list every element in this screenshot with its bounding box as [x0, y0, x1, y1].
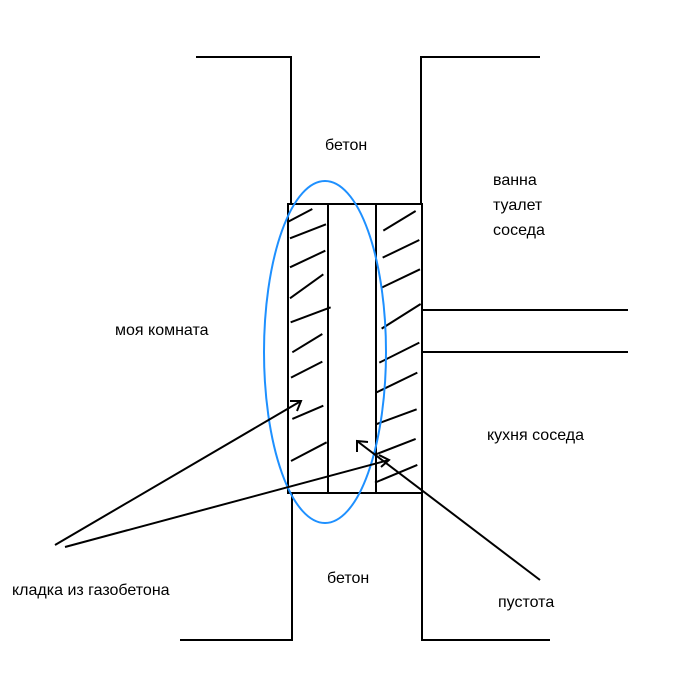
label-neighbor-bath-1: ванна	[493, 172, 537, 189]
arrowhead-icon	[356, 439, 369, 452]
void-arrow	[356, 440, 541, 581]
arrowhead-icon	[290, 400, 303, 412]
label-aerated-masonry: кладка из газобетона	[12, 582, 170, 599]
label-neighbor-bath-2: туалет	[493, 197, 543, 214]
highlight-ellipse	[263, 180, 387, 524]
masonry-arrow-right	[64, 459, 390, 548]
label-neighbor-kitchen: кухня соседа	[487, 427, 584, 444]
masonry-hatching	[287, 208, 422, 484]
bottom-right-concrete-wall	[421, 493, 550, 641]
label-my-room: моя комната	[115, 322, 209, 339]
top-left-concrete-wall	[196, 56, 292, 204]
label-void: пустота	[498, 594, 555, 611]
bottom-left-concrete-wall	[180, 493, 293, 641]
arrowhead-icon	[378, 454, 391, 468]
masonry-arrow-left	[54, 400, 302, 546]
label-concrete-top: бетон	[325, 137, 368, 154]
label-neighbor-bath-3: соседа	[493, 222, 545, 239]
top-right-concrete-wall	[420, 56, 540, 204]
label-concrete-bottom: бетон	[327, 570, 370, 587]
